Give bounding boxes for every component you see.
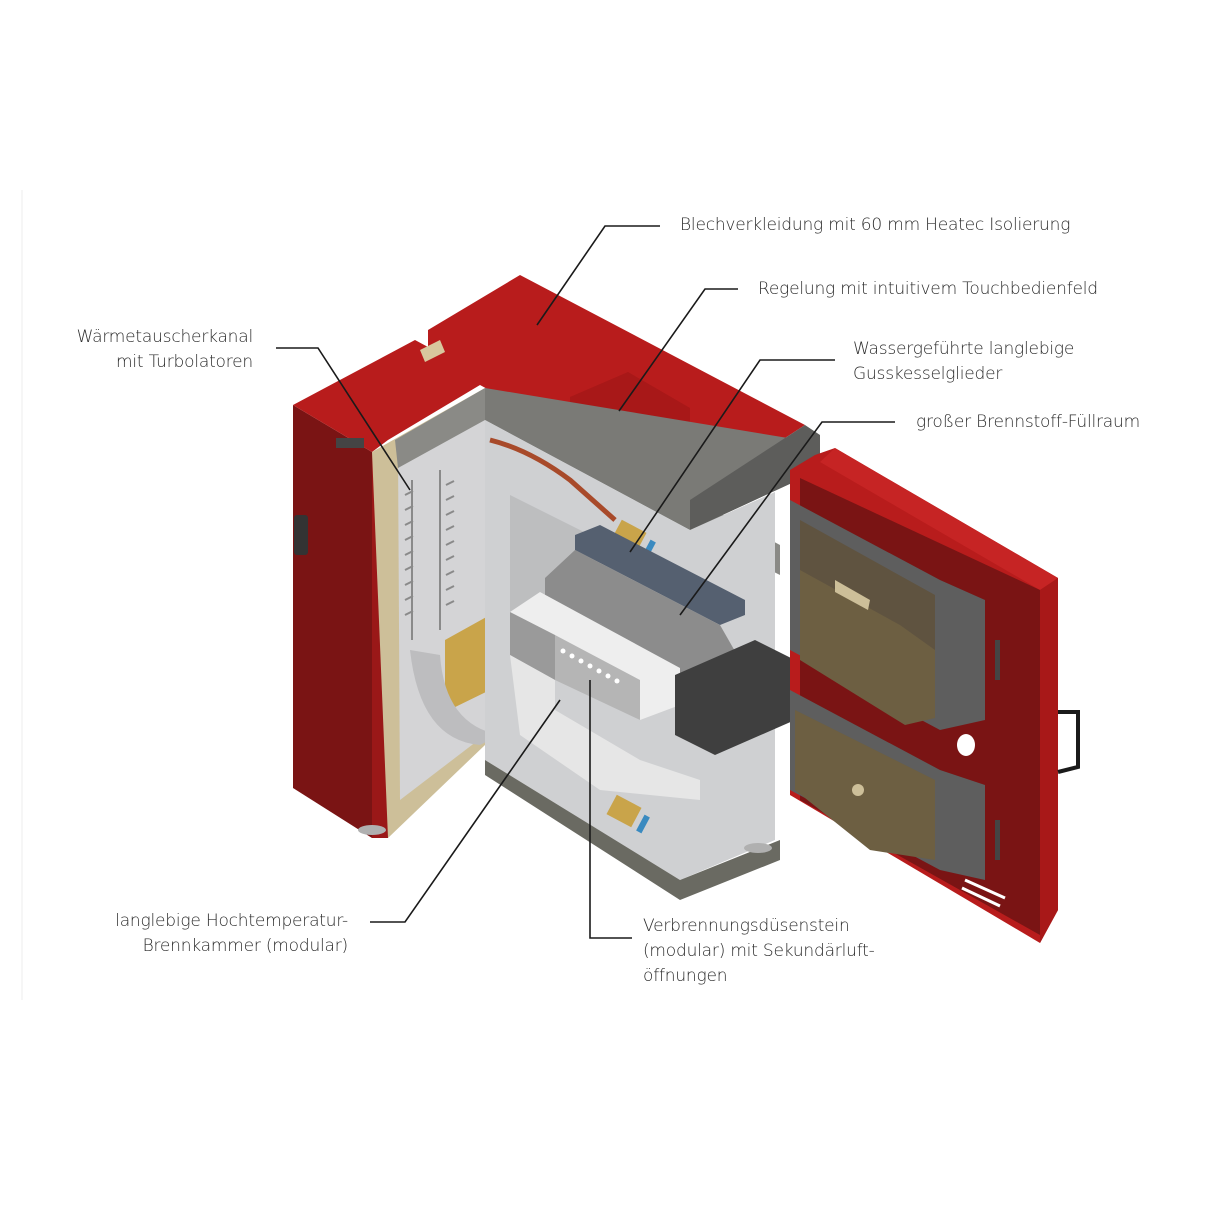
fuel-chamber (545, 550, 740, 700)
leader-fuel-chamber (679, 421, 895, 616)
side-handle (294, 515, 308, 555)
insulation-block (445, 615, 490, 712)
lower-latch (995, 820, 1000, 860)
label-combustion-chamber: langlebige Hochtemperatur- Brennkammer (… (115, 911, 348, 956)
door-handle (1057, 710, 1080, 774)
ash-door-box (675, 640, 795, 755)
turbulators (404, 470, 455, 640)
casting-gasket-top (611, 519, 647, 553)
label-nozzle-stone: Verbrennungsdüsenstein (modular) mit Sek… (643, 916, 875, 986)
side-slot (336, 438, 364, 448)
label-heat-exchanger: Wärmetauscherkanal mit Turbolatoren (76, 327, 254, 372)
secondary-air-holes (560, 648, 620, 684)
label-cast-sections: Wassergeführte langlebige Gusskesselglie… (853, 339, 1075, 384)
top-handle (420, 340, 445, 362)
leader-cast-sections (629, 359, 835, 553)
air-bar (575, 525, 745, 625)
lower-door-panel (795, 710, 935, 860)
foot-right (744, 843, 772, 853)
combustion-chamber (510, 655, 700, 800)
casting-gasket-bottom (606, 794, 642, 828)
leader-lines (276, 225, 895, 939)
side-panel-left (293, 405, 372, 838)
front-door (790, 448, 1080, 943)
leader-combustion-chamber (370, 699, 561, 923)
leader-heat-exchanger (276, 347, 411, 491)
leader-nozzle-stone (589, 680, 632, 939)
water-pipe (489, 437, 617, 522)
label-control: Regelung mit intuitivem Touchbedienfeld (758, 279, 1098, 299)
door-opening (957, 734, 975, 756)
leader-control (618, 288, 738, 412)
foot-left (358, 825, 386, 835)
label-casing: Blechverkleidung mit 60 mm Heatec Isolie… (680, 215, 1071, 235)
boiler-body (293, 275, 820, 900)
upper-latch (995, 640, 1000, 680)
label-fuel-chamber: großer Brennstoff-Füllraum (916, 412, 1140, 432)
leader-casing (536, 225, 660, 326)
